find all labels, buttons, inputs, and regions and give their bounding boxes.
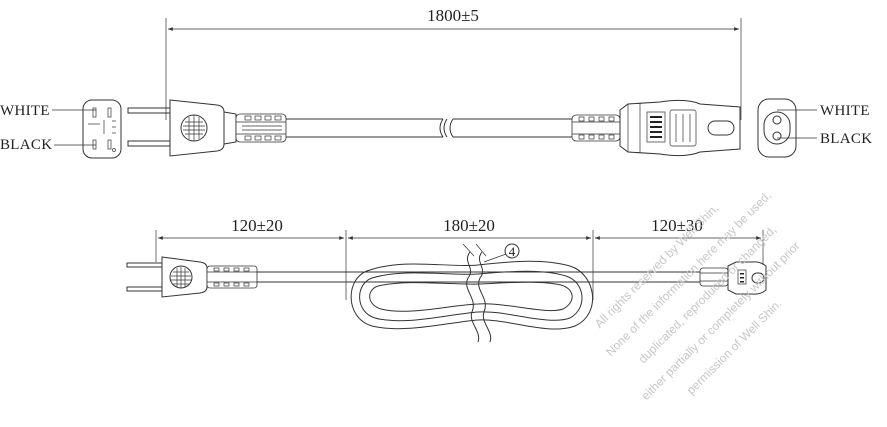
plug-side-length-label: 120±20: [231, 216, 283, 235]
plug-black-label: BLACK: [0, 137, 52, 153]
connector-white-wire-callout: WHITE: [777, 103, 870, 119]
plug-white-label: WHITE: [0, 103, 50, 119]
connector-white-label: WHITE: [820, 103, 870, 119]
coil-plug-logo-hatch-icon: [171, 267, 191, 288]
coil-bundle: [350, 243, 593, 343]
plug-side-view: [127, 99, 287, 157]
tie-callout: 4: [483, 243, 520, 263]
plug-white-wire-callout: WHITE: [0, 103, 96, 119]
coil-plug: [126, 256, 258, 298]
connector-face-end-view: [757, 98, 797, 158]
overall-length-label: 1800±5: [427, 6, 479, 25]
connector-side-length-label: 120±30: [651, 216, 703, 235]
plug-black-wire-callout: BLACK: [0, 137, 96, 153]
cable-top-view: [286, 118, 572, 138]
overall-length-dimension: 1800±5: [165, 6, 742, 120]
coil-connector: [699, 261, 767, 295]
coil-dimensions: 120±20 180±20 120±30: [155, 216, 764, 300]
bundle-length-label: 180±20: [443, 216, 495, 235]
connector-side-view: [571, 99, 741, 157]
plug-face-end-view: [82, 99, 122, 159]
connector-black-label: BLACK: [820, 131, 872, 147]
tie-callout-number: 4: [509, 244, 516, 259]
connector-black-wire-callout: BLACK: [777, 131, 872, 147]
plug-logo-hatch-icon: [183, 115, 205, 141]
copyright-watermark: All rights reserved by Well Shin. None o…: [592, 188, 803, 403]
